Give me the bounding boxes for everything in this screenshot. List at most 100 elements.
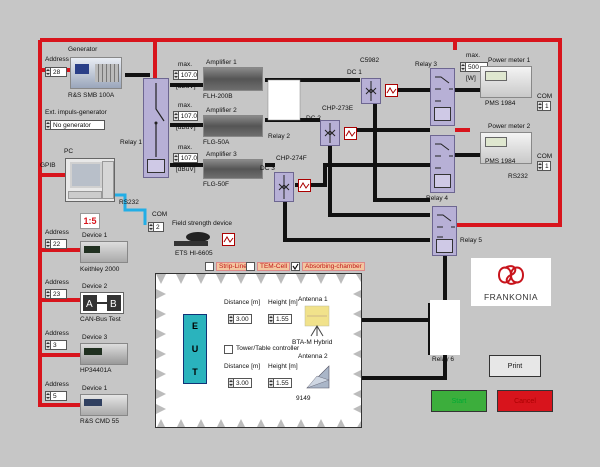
- relay-6-label: Relay 6: [432, 356, 455, 363]
- dc2-model: CHP-273E: [322, 105, 354, 112]
- field-device-model: ETS HI-6605: [175, 250, 213, 257]
- field-device-com-field[interactable]: 2: [148, 222, 164, 232]
- relay-5-label: Relay 5: [460, 237, 483, 244]
- dc2-coupler[interactable]: [320, 120, 340, 146]
- power-meter-2-title: Power meter 2: [488, 123, 531, 130]
- antenna2-distance-field[interactable]: 3.00: [228, 378, 252, 388]
- dc3-label: DC 3: [260, 165, 275, 172]
- amplifier-2-max-field[interactable]: 107.0: [173, 111, 198, 121]
- tem-cell-checkbox[interactable]: [246, 262, 255, 271]
- absorber-cones: [156, 274, 361, 427]
- device-3-image[interactable]: [80, 343, 128, 365]
- relay-4-switch-icon: [435, 143, 453, 169]
- device-3-address-field[interactable]: 3: [45, 340, 67, 350]
- strip-line-label: Strip-Line: [216, 262, 250, 271]
- svg-text:A: A: [86, 299, 93, 310]
- coupler-icon: [324, 123, 336, 143]
- bus-left-line: [38, 40, 55, 407]
- antenna2-height-field[interactable]: 1.55: [268, 378, 292, 388]
- coupler-icon: [278, 175, 290, 199]
- amplifier-3-max-field[interactable]: 107.0: [173, 153, 198, 163]
- power-meter-1-image[interactable]: [480, 66, 532, 98]
- device-2-address-field[interactable]: 23: [45, 289, 67, 299]
- generator-address-label: Address: [45, 56, 69, 63]
- relay-5-switch-icon: [437, 214, 455, 238]
- monitor-icon: [70, 162, 102, 188]
- generator-display: [75, 64, 89, 74]
- antenna1-distance-field[interactable]: 3.00: [228, 314, 252, 324]
- ext-impulse-select[interactable]: No generator: [45, 120, 105, 130]
- frankonia-logo: FRANKONIA: [471, 258, 551, 306]
- power-meter-2-com-field[interactable]: 1: [537, 161, 551, 171]
- amplifier-2-image[interactable]: [203, 115, 263, 137]
- start-button[interactable]: Start: [431, 390, 487, 412]
- dc3-graph-icon[interactable]: [298, 179, 311, 192]
- gpib-label: GPIB: [40, 162, 56, 169]
- device-4-image[interactable]: [80, 394, 128, 416]
- relay-3-switch-icon: [435, 76, 453, 102]
- cancel-button[interactable]: Cancel: [497, 390, 553, 412]
- relay-4[interactable]: [430, 135, 455, 193]
- dc2-label: DC 2: [306, 115, 321, 122]
- absorbing-chamber-label: Absorbing-chamber: [302, 262, 365, 271]
- generator-title: Generator: [68, 46, 98, 53]
- tower-icon: [102, 161, 114, 199]
- relay-1-switch-icon: [154, 83, 165, 157]
- field-probe-image[interactable]: [172, 229, 214, 249]
- tem-cell-label: TEM-Cell: [257, 262, 291, 271]
- dc3-model: CHP-274F: [276, 155, 307, 162]
- logo-knot-icon: [497, 265, 525, 285]
- generator-model: R&S SMB 100A: [68, 92, 115, 99]
- ext-impulse-label: Ext. impuls-generator: [45, 109, 107, 116]
- coupler-icon: [365, 81, 377, 101]
- dc1-model: C5982: [360, 57, 380, 64]
- power-meter-1-max-field[interactable]: 500: [460, 62, 488, 72]
- dc1-graph-icon[interactable]: [385, 84, 398, 97]
- hybrid-antenna-icon[interactable]: [303, 304, 331, 338]
- bus-top-line: [40, 38, 562, 227]
- rs232-cable: [115, 193, 147, 225]
- field-graph-icon[interactable]: [222, 233, 235, 246]
- generator-image[interactable]: [70, 57, 122, 89]
- tower-table-label: Tower/Table controller: [236, 345, 300, 352]
- device-1-image[interactable]: [80, 241, 128, 263]
- ratio-badge: 1:5: [80, 213, 100, 229]
- dc1-label: DC 1: [347, 69, 362, 76]
- dc2-graph-icon[interactable]: [344, 127, 357, 140]
- relay-4-label: Relay 4: [426, 195, 449, 202]
- tower-table-checkbox[interactable]: [224, 345, 233, 354]
- svg-text:B: B: [110, 299, 117, 310]
- power-meter-1-title: Power meter 1: [488, 57, 531, 64]
- pc-rs232-label: RS232: [119, 199, 139, 206]
- amplifier-3-image[interactable]: [203, 159, 263, 179]
- brand-text: FRANKONIA: [483, 292, 539, 302]
- horn-antenna-icon[interactable]: [303, 362, 333, 392]
- relay-1[interactable]: [143, 78, 169, 178]
- device-4-address-field[interactable]: 5: [45, 391, 67, 401]
- relay-3-label: Relay 3: [415, 61, 438, 68]
- power-meter-2-image[interactable]: [480, 132, 532, 164]
- keyboard-icon: [68, 191, 102, 199]
- absorbing-chamber-checkbox[interactable]: [291, 262, 300, 271]
- print-button[interactable]: Print: [489, 355, 541, 377]
- relay-3[interactable]: [430, 68, 455, 126]
- pc-title: PC: [64, 148, 74, 155]
- amplifier-1-image[interactable]: [203, 67, 263, 91]
- amplifier-1-max-field[interactable]: 107.0: [173, 70, 198, 80]
- strip-line-checkbox[interactable]: [205, 262, 214, 271]
- relay-5[interactable]: [432, 206, 457, 256]
- pc-image[interactable]: [65, 158, 115, 202]
- device-1-address-field[interactable]: 22: [45, 239, 67, 249]
- generator-address-field[interactable]: 28: [45, 67, 67, 77]
- power-meter-1-com-field[interactable]: 1: [537, 101, 551, 111]
- dc3-coupler[interactable]: [274, 172, 294, 202]
- dc1-coupler[interactable]: [361, 78, 381, 104]
- field-device-title: Field strength device: [172, 220, 232, 227]
- antenna1-height-field[interactable]: 1.55: [268, 314, 292, 324]
- relay-1-label: Relay 1: [120, 139, 143, 146]
